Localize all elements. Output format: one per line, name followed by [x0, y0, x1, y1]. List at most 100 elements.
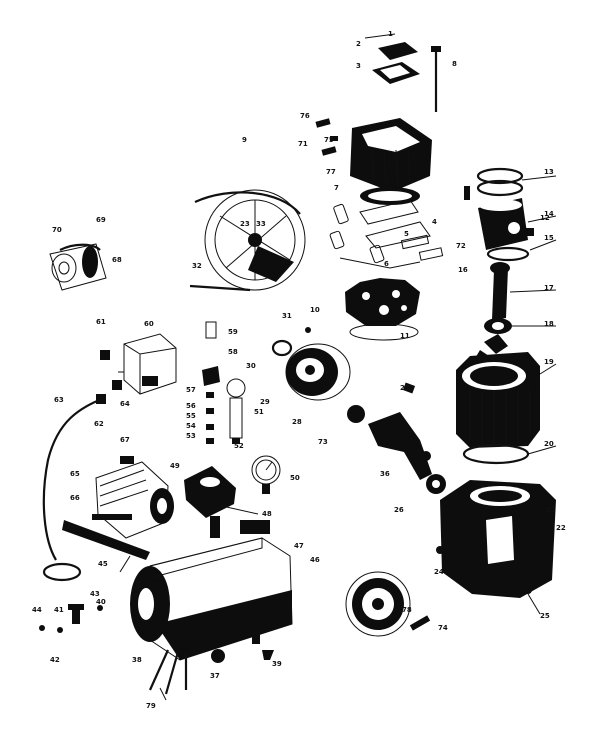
callout-c2: 2: [356, 40, 361, 48]
callout-c23: 23: [240, 220, 250, 228]
valve-plate-stack: [364, 33, 420, 84]
callout-c42: 42: [50, 656, 60, 664]
valve-plate: [345, 278, 420, 341]
crankshaft: [347, 382, 446, 494]
callout-c68: 68: [112, 256, 122, 264]
callout-c30: 30: [246, 362, 256, 370]
callout-c77: 77: [326, 168, 336, 176]
pressure-switch: [100, 333, 177, 395]
callout-c47: 47: [294, 542, 304, 550]
leader-lines: [119, 175, 557, 701]
callout-c6: 6: [384, 260, 389, 268]
callout-c58: 58: [228, 348, 238, 356]
callout-c20: 20: [544, 440, 554, 448]
callout-c33: 33: [256, 220, 266, 228]
connecting-rod: [484, 262, 512, 334]
callout-c40: 40: [96, 598, 106, 606]
belt-guard-bracket: [62, 520, 150, 560]
power-cord: [42, 394, 106, 582]
bearing-carrier: [271, 327, 351, 401]
callout-c10: 10: [310, 306, 320, 314]
callout-c32: 32: [192, 262, 202, 270]
callout-c44: 44: [32, 606, 42, 614]
callout-c64: 64: [120, 400, 130, 408]
electric-motor: [92, 456, 174, 539]
callout-c22: 22: [556, 524, 566, 532]
motor-pulley: [49, 243, 107, 291]
callout-c59: 59: [228, 328, 238, 336]
piston: [464, 186, 534, 262]
pressure-gauge: [251, 455, 281, 494]
callout-c76: 76: [300, 112, 310, 120]
callout-c18: 18: [544, 320, 554, 328]
check-valve-fittings: [202, 321, 220, 444]
callout-c15: 15: [544, 234, 554, 242]
callout-c75: 75: [324, 136, 334, 144]
callout-c28: 28: [292, 418, 302, 426]
crankcase: [436, 480, 556, 598]
callout-c9: 9: [242, 136, 247, 144]
callout-c11: 11: [400, 332, 410, 340]
callout-c8: 8: [452, 60, 457, 68]
callout-c60: 60: [144, 320, 154, 328]
callout-c4: 4: [432, 218, 437, 226]
callout-c69: 69: [96, 216, 106, 224]
callout-c3: 3: [356, 62, 361, 70]
callout-c57: 57: [186, 386, 196, 394]
callout-c31: 31: [282, 312, 292, 320]
callout-c50: 50: [290, 474, 300, 482]
callout-c73: 73: [318, 438, 328, 446]
callout-c65: 65: [70, 470, 80, 478]
callout-c25: 25: [540, 612, 550, 620]
callout-c41: 41: [54, 606, 64, 614]
callout-c78: 78: [402, 606, 412, 614]
air-filter: [184, 466, 236, 538]
callout-c45: 45: [98, 560, 108, 568]
callout-c39: 39: [272, 660, 282, 668]
callout-c17: 17: [544, 284, 554, 292]
callout-c62: 62: [94, 420, 104, 428]
callout-c38: 38: [132, 656, 142, 664]
piston-rings: [476, 167, 524, 197]
callout-c37: 37: [210, 672, 220, 680]
callout-c7: 7: [334, 184, 339, 192]
callout-c21: 21: [546, 506, 556, 514]
callout-c49: 49: [170, 462, 180, 470]
callout-c74: 74: [438, 624, 448, 632]
callout-c66: 66: [70, 494, 80, 502]
callout-c54: 54: [186, 422, 196, 430]
cylinder-head: [350, 118, 432, 205]
callout-c19: 19: [544, 358, 554, 366]
callout-c14: 14: [544, 210, 554, 218]
callout-c51: 51: [254, 408, 264, 416]
callout-c67: 67: [120, 436, 130, 444]
callout-c53: 53: [186, 432, 196, 440]
small-hardware: [39, 604, 274, 663]
safety-valve: [226, 378, 246, 444]
head-bolt: [431, 46, 441, 112]
callout-c24: 24: [434, 568, 444, 576]
callout-c13: 13: [544, 168, 554, 176]
cylinder: [456, 352, 540, 465]
callout-c46: 46: [310, 556, 320, 564]
callout-c16: 16: [458, 266, 468, 274]
air-tank: [130, 520, 293, 695]
callout-c36: 36: [380, 470, 390, 478]
callout-c5: 5: [404, 230, 409, 238]
callout-c71: 71: [298, 140, 308, 148]
head-screws: [315, 118, 338, 156]
flywheel: [189, 189, 306, 292]
callout-c70: 70: [52, 226, 62, 234]
callout-c61: 61: [96, 318, 106, 326]
callout-c26: 26: [394, 506, 404, 514]
callout-c52: 52: [234, 442, 244, 450]
callout-c1: 1: [388, 30, 393, 38]
callout-c56: 56: [186, 402, 196, 410]
valve-reeds: [329, 199, 444, 269]
callout-c72: 72: [456, 242, 466, 250]
callout-c48: 48: [262, 510, 272, 518]
callout-c43: 43: [90, 590, 100, 598]
callout-c79: 79: [146, 702, 156, 710]
callout-c55: 55: [186, 412, 196, 420]
